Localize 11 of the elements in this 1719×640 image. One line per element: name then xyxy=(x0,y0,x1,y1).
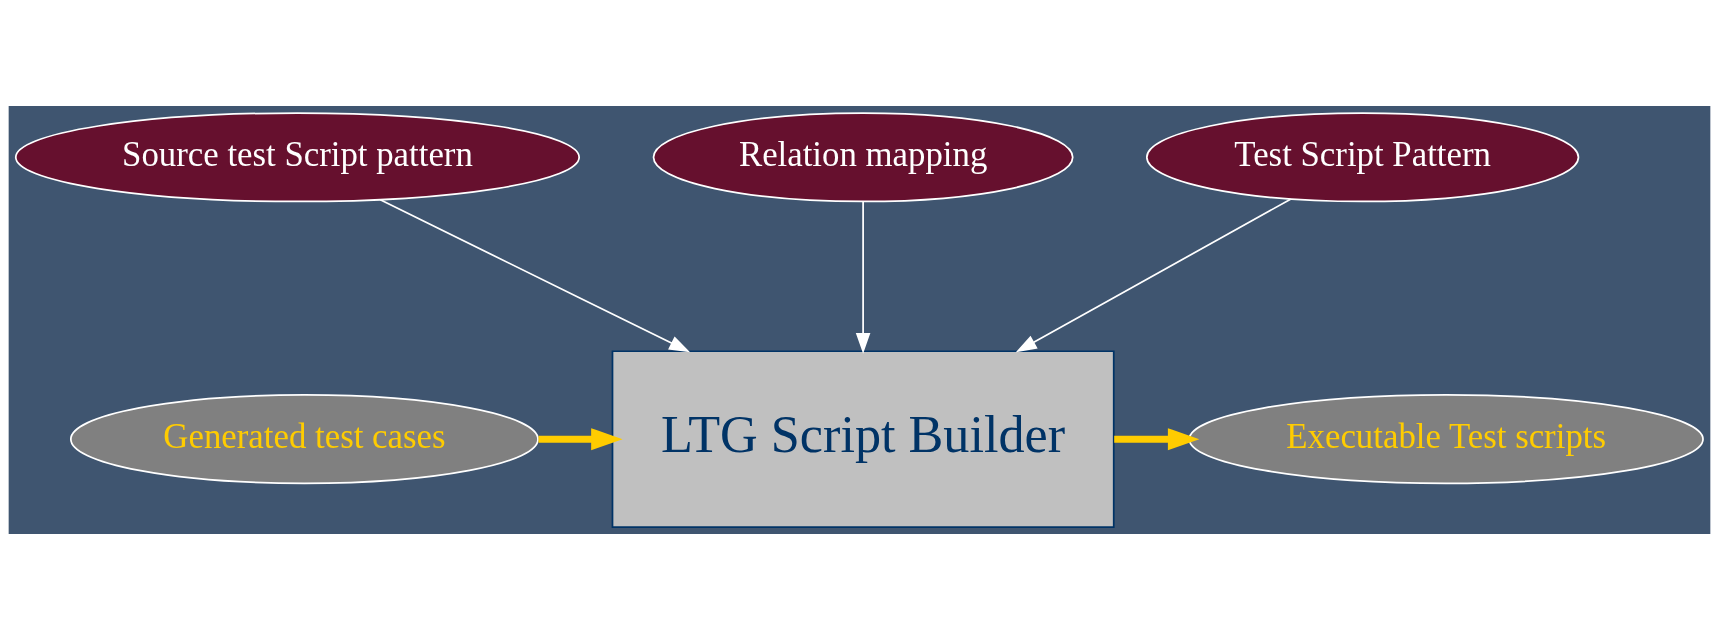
arrow xyxy=(1015,198,1292,353)
arrow xyxy=(379,198,691,353)
node-ellipse: Source test Script pattern xyxy=(14,112,580,203)
node-box: LTG Script Builder xyxy=(611,350,1115,528)
node-ellipse: Test Script Pattern xyxy=(1145,112,1580,203)
arrow xyxy=(1114,428,1200,451)
arrow xyxy=(538,428,623,451)
node-ellipse: Executable Test scripts xyxy=(1188,394,1704,485)
arrow xyxy=(855,201,871,354)
node-ellipse: Relation mapping xyxy=(652,112,1074,203)
node-ellipse: Generated test cases xyxy=(69,394,539,485)
